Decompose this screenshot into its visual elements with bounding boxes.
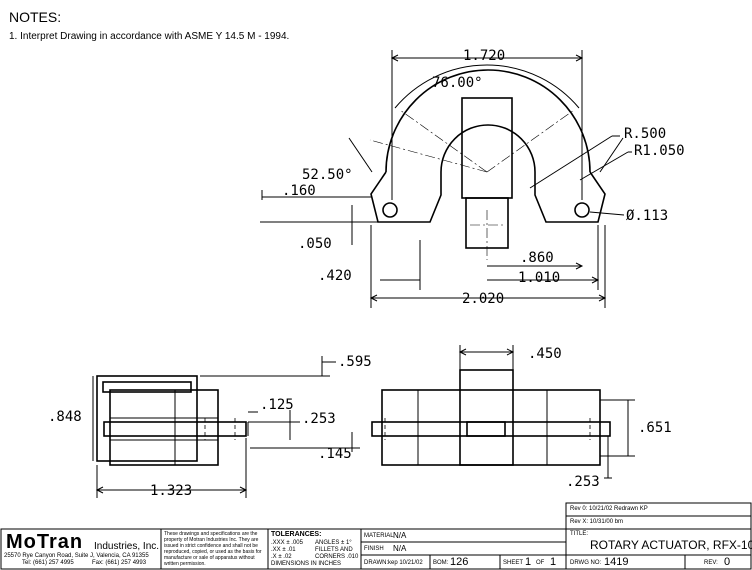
right-lug	[534, 171, 606, 223]
revision-x: Rev X: 10/31/00 bm	[570, 519, 624, 525]
tol-fillets: FILLETS AND	[315, 547, 353, 553]
top-view	[260, 50, 632, 308]
drawn-label: DRAWN:	[364, 560, 389, 566]
bom-label: BOM:	[433, 560, 449, 566]
title-block-grid	[0, 502, 752, 570]
dim-2020: 2.020	[462, 291, 505, 307]
tol-xxx: .XXX ± .005	[271, 540, 303, 546]
rev-label: REV:	[704, 560, 718, 566]
finish-value: N/A	[393, 544, 407, 553]
dim-160: .160	[282, 183, 316, 199]
dim-angle-76: 76.00°	[432, 75, 483, 91]
tolerances-title: TOLERANCES:	[271, 531, 322, 538]
inner-arc	[440, 124, 536, 173]
front-body	[381, 389, 601, 466]
notes-title: NOTES:	[9, 9, 62, 25]
drwg-label: DRWG NO:	[570, 560, 602, 566]
dim-860: .860	[520, 250, 554, 266]
drawn-value: kep 10/21/02	[388, 560, 423, 566]
left-lug	[370, 171, 442, 223]
front-view	[371, 345, 635, 479]
tol-xx: .XX ± .01	[271, 547, 296, 553]
dim-125: .125	[260, 397, 294, 413]
title-value: ROTARY ACTUATOR, RFX-10	[590, 538, 752, 552]
side-view	[92, 356, 360, 498]
front-key	[466, 421, 506, 437]
dim-450: .450	[528, 346, 562, 362]
confidential-notice: These drawings and specifications are th…	[164, 531, 262, 567]
revision-0: Rev 0: 10/21/02 Redrawn KP	[570, 506, 648, 512]
dim-hole-113: Ø.113	[626, 208, 669, 224]
left-hole	[382, 202, 398, 218]
title-label: TITLE:	[570, 531, 589, 537]
dim-253-front: .253	[566, 474, 600, 490]
sheet-label: SHEET	[503, 560, 524, 566]
dim-1323: 1.323	[150, 483, 193, 499]
rev-value: 0	[724, 556, 731, 568]
tol-x: .X ± .02	[271, 554, 292, 560]
side-body	[109, 389, 219, 466]
dim-595: .595	[338, 354, 372, 370]
drwg-value: 1419	[604, 556, 629, 568]
dim-r500: R.500	[624, 126, 667, 142]
right-hole	[574, 202, 590, 218]
dim-651: .651	[638, 420, 672, 436]
dim-848: .848	[48, 409, 82, 425]
outer-arc	[385, 69, 591, 173]
of-label: OF	[536, 560, 545, 566]
company-suffix: Industries, Inc.	[94, 541, 160, 552]
notes-block: NOTES: 1. Interpret Drawing in accordanc…	[9, 9, 289, 42]
sheet-value: 1	[525, 556, 532, 568]
dim-angle-5250: 52.50°	[302, 167, 353, 183]
company-logo: MoTran	[6, 531, 84, 553]
tol-units: DIMENSIONS IN INCHES	[271, 561, 342, 567]
dim-1720: 1.720	[463, 48, 506, 64]
of-value: 1	[550, 556, 557, 568]
material-value: N/A	[393, 531, 407, 540]
dim-253-side: .253	[302, 411, 336, 427]
finish-label: FINISH	[364, 546, 384, 552]
dim-r1050: R1.050	[634, 143, 685, 159]
dim-1010: 1.010	[518, 270, 561, 286]
front-hub	[459, 369, 514, 466]
company-tel: Tel: (661) 257 4995	[22, 560, 74, 566]
side-shaft	[103, 421, 247, 437]
company-fax: Fax: (661) 257 4993	[92, 560, 147, 566]
dim-145: .145	[318, 446, 352, 462]
dim-420: .420	[318, 268, 352, 284]
tol-angles: ANGLES ± 1°	[315, 540, 352, 546]
company-address: 25570 Rye Canyon Road, Suite J, Valencia…	[4, 553, 149, 559]
dim-050: .050	[298, 236, 332, 252]
center-hub	[461, 97, 513, 199]
tol-corners: CORNERS .010	[315, 554, 359, 560]
bom-value: 126	[450, 556, 469, 568]
note-item-1: 1. Interpret Drawing in accordance with …	[9, 31, 290, 42]
material-label: MATERIAL	[364, 533, 394, 539]
front-shaft	[371, 421, 611, 437]
